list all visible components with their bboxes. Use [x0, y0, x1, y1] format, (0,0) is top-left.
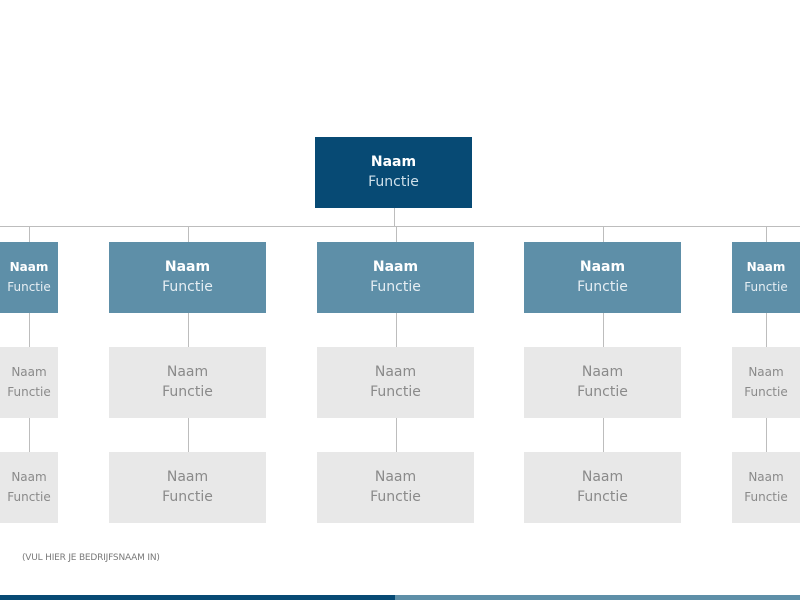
box-name: Naam [9, 260, 49, 274]
box-name: Naam [581, 469, 624, 485]
connector-vertical [396, 226, 397, 452]
box-function: Functie [744, 490, 788, 504]
box-function: Functie [162, 384, 213, 400]
box-function: Functie [368, 174, 419, 190]
box-function: Functie [370, 384, 421, 400]
footer-bar-left [0, 595, 395, 600]
connector-vertical [188, 226, 189, 452]
box-function: Functie [577, 489, 628, 505]
box-function: Functie [744, 385, 788, 399]
box-name: Naam [166, 469, 209, 485]
box-function: Functie [577, 279, 628, 295]
box-name: Naam [372, 259, 419, 275]
box-function: Functie [577, 384, 628, 400]
box-name: Naam [748, 365, 784, 379]
box-function: Functie [370, 279, 421, 295]
org-box-top[interactable]: Naam Functie [315, 137, 472, 208]
box-function: Functie [744, 280, 788, 294]
box-name: Naam [164, 259, 211, 275]
box-name: Naam [581, 364, 624, 380]
footer-bar-right [395, 595, 800, 600]
company-name: (VUL HIER JE BEDRIJFSNAAM IN) [22, 553, 160, 563]
box-function: Functie [7, 385, 51, 399]
box-function: Functie [162, 279, 213, 295]
box-function: Functie [370, 489, 421, 505]
connector-vertical [29, 226, 30, 452]
box-name: Naam [374, 364, 417, 380]
connector-top [394, 208, 395, 226]
box-name: Naam [370, 154, 417, 170]
box-function: Functie [7, 490, 51, 504]
box-name: Naam [11, 470, 47, 484]
box-name: Naam [374, 469, 417, 485]
connector-vertical [766, 226, 767, 452]
box-name: Naam [579, 259, 626, 275]
connector-vertical [603, 226, 604, 452]
box-name: Naam [166, 364, 209, 380]
box-name: Naam [748, 470, 784, 484]
box-name: Naam [746, 260, 786, 274]
box-name: Naam [11, 365, 47, 379]
box-function: Functie [7, 280, 51, 294]
connector-horizontal [0, 226, 800, 227]
box-function: Functie [162, 489, 213, 505]
